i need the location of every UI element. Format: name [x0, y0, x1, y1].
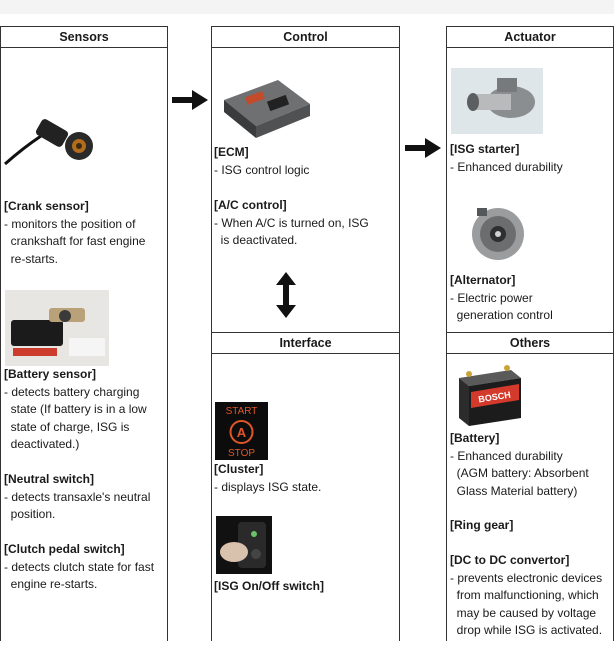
double-arrow-vertical [276, 272, 296, 318]
ecm-desc: - ISG control logic [214, 162, 310, 177]
isg-starter-title: [ISG starter] [450, 142, 520, 156]
actuator-column: Actuator [ISG starter] - Enhanced durabi… [446, 26, 614, 641]
sensors-column: Sensors [Crank sensor] - monitors the po… [0, 26, 168, 641]
others-header: Others [447, 332, 613, 354]
dcdc-text: [DC to DC convertor] - prevents electron… [450, 552, 602, 640]
neutral-switch-desc: - detects transaxle's neutral position. [4, 489, 151, 522]
ac-control-desc: - When A/C is turned on, ISG is deactiva… [214, 215, 369, 248]
clutch-switch-text: [Clutch pedal switch] - detects clutch s… [4, 541, 154, 594]
dcdc-desc: - prevents electronic devices from malfu… [450, 570, 603, 638]
others-battery-title: [Battery] [450, 431, 500, 445]
cluster-icon-stop: STOP [228, 448, 255, 459]
crank-sensor-desc: - monitors the position of crankshaft fo… [4, 216, 146, 266]
control-header: Control [212, 26, 399, 48]
crank-sensor-image [3, 112, 99, 198]
arrow-right-control-to-actuator [405, 138, 441, 158]
cluster-text: [Cluster] - displays ISG state. [214, 461, 321, 496]
isg-starter-text: [ISG starter] - Enhanced durability [450, 141, 563, 176]
bottom-strip [0, 641, 614, 655]
neutral-switch-title: [Neutral switch] [4, 472, 95, 486]
ring-gear-text: [Ring gear] [450, 517, 513, 535]
others-battery-desc: - Enhanced durability (AGM battery: Abso… [450, 448, 589, 498]
cluster-icon-start: START [226, 406, 258, 417]
neutral-switch-text: [Neutral switch] - detects transaxle's n… [4, 471, 150, 524]
ecm-text: [ECM] - ISG control logic [214, 144, 309, 179]
isg-starter-image [451, 68, 543, 134]
ring-gear-title: [Ring gear] [450, 518, 514, 532]
ecm-title: [ECM] [214, 145, 249, 159]
interface-header: Interface [212, 332, 399, 354]
isg-starter-desc: - Enhanced durability [450, 159, 563, 174]
battery-sensor-text: [Battery sensor] - detects battery charg… [4, 366, 147, 454]
actuator-header: Actuator [447, 26, 613, 48]
alternator-title: [Alternator] [450, 273, 516, 287]
crank-sensor-title: [Crank sensor] [4, 199, 89, 213]
ac-control-text: [A/C control] - When A/C is turned on, I… [214, 197, 369, 250]
battery-sensor-desc: - detects battery charging state (If bat… [4, 384, 147, 452]
agm-battery-image: BOSCH [455, 364, 523, 430]
clutch-switch-desc: - detects clutch state for fast engine r… [4, 559, 155, 592]
control-column: Control [ECM] - ISG control logic [A/C c… [211, 26, 400, 641]
cluster-desc: - displays ISG state. [214, 479, 322, 494]
sensors-header: Sensors [1, 26, 167, 48]
clutch-switch-title: [Clutch pedal switch] [4, 542, 125, 556]
isg-switch-image [216, 516, 272, 574]
top-strip [0, 0, 614, 14]
cluster-title: [Cluster] [214, 462, 264, 476]
crank-sensor-text: [Crank sensor] - monitors the position o… [4, 198, 145, 268]
cluster-icon-letter: A [237, 425, 247, 440]
battery-sensor-image [5, 290, 109, 366]
dcdc-title: [DC to DC convertor] [450, 553, 570, 567]
alternator-text: [Alternator] - Electric power generation… [450, 272, 553, 325]
ecm-image [218, 70, 314, 146]
battery-sensor-title: [Battery sensor] [4, 367, 97, 381]
isg-switch-text: [ISG On/Off switch] [214, 578, 324, 596]
alternator-desc: - Electric power generation control [450, 290, 553, 323]
ac-control-title: [A/C control] [214, 198, 287, 212]
cluster-isg-icon: START A STOP [215, 402, 268, 460]
arrow-right-sensors-to-control [172, 90, 208, 110]
isg-switch-title: [ISG On/Off switch] [214, 579, 324, 593]
alternator-image [469, 202, 527, 266]
others-battery-text: [Battery] - Enhanced durability (AGM bat… [450, 430, 589, 500]
